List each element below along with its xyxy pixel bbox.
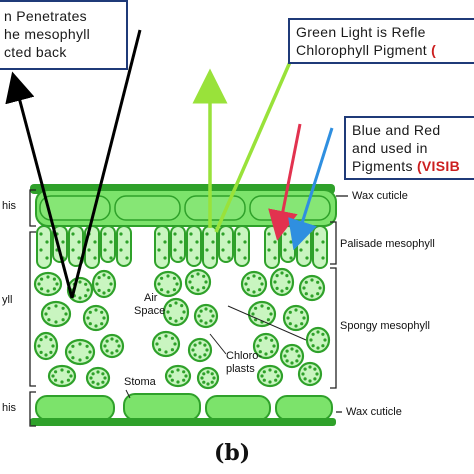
penetration-note-line-1: n Penetrates (4, 8, 87, 24)
spongy-cell (66, 276, 94, 304)
spongy-cell (91, 269, 117, 299)
black-arrow-up (5, 71, 74, 299)
penetration-note-line-2: he mesophyll (4, 26, 91, 42)
green-note-line-1: Green Light is Refle (296, 24, 426, 40)
spongy-cell (40, 300, 72, 328)
left-brackets (29, 189, 36, 427)
spongy-cell (187, 337, 213, 363)
blue-red-note-box: Blue and Red and used in Pigments (VISIB (344, 116, 474, 180)
green-note-line-2: Chlorophyll Pigment ( (296, 42, 436, 58)
label-stoma: Stoma (124, 376, 156, 388)
spongy-cell (196, 366, 220, 390)
palisade-cell (312, 225, 328, 269)
green-note-line-2-red: ( (431, 42, 437, 58)
spongy-cell (256, 364, 284, 388)
spongy-cell (279, 343, 305, 369)
spongy-cells (33, 267, 331, 390)
spongy-cell (82, 304, 110, 332)
spongy-cell (47, 364, 77, 388)
label-wax-cuticle-bottom: Wax cuticle (346, 406, 402, 418)
palisade-cell (186, 225, 202, 267)
figure-caption: (b) (214, 440, 251, 466)
palisade-cell (264, 225, 280, 269)
spongy-cell (33, 331, 59, 361)
spongy-cell (269, 267, 295, 297)
spongy-cell (184, 268, 212, 296)
label-palisade-mesophyll: Palisade mesophyll (340, 238, 435, 250)
palisade-cell (68, 225, 84, 267)
black-arrow-down (70, 29, 142, 299)
spongy-cell (193, 303, 219, 329)
light-arrows (5, 29, 334, 299)
label-wax-cuticle-top: Wax cuticle (352, 190, 408, 202)
blue-red-note-line-3-red: (VISIB (416, 158, 460, 174)
blue-red-note-line-2: and used in (352, 140, 428, 156)
green-note-line-2-text: Chlorophyll Pigment (296, 42, 432, 58)
lower-epidermis (30, 393, 336, 426)
spongy-cell (64, 338, 96, 366)
left-label-middle: yll (2, 294, 13, 306)
label-space: Space (134, 305, 166, 317)
spongy-cell (305, 326, 331, 354)
palisade-cell (202, 225, 218, 269)
label-pointers (125, 305, 307, 399)
palisade-cell (84, 225, 100, 269)
spongy-cell (298, 274, 326, 302)
palisade-cell (116, 225, 132, 267)
blue-red-note-line-1: Blue and Red (352, 122, 441, 138)
spongy-cell (247, 300, 277, 328)
spongy-cell (85, 366, 111, 390)
green-light-note-box: Green Light is Refle Chlorophyll Pigment… (288, 18, 474, 64)
palisade-cell (100, 225, 116, 263)
penetration-note-box: n Penetrates he mesophyll cted back (0, 0, 128, 70)
spongy-cell (240, 270, 268, 298)
spongy-cell (282, 304, 310, 332)
spongy-cell (297, 361, 323, 387)
penetration-note-line-3: cted back (4, 44, 67, 60)
red-arrow (268, 123, 302, 241)
spongy-cell (151, 330, 181, 358)
blue-red-note-line-3: Pigments (VISIB (352, 158, 460, 174)
left-label-upper: his (2, 200, 17, 212)
green-arrow-diagonal (214, 61, 292, 233)
palisade-cell (154, 225, 170, 269)
blue-arrow (288, 127, 334, 251)
spongy-cell (33, 271, 63, 297)
blue-red-note-line-3-text: Pigments (352, 158, 417, 174)
label-chloro: Chloro- (226, 350, 263, 362)
spongy-cell (99, 333, 125, 359)
label-plasts: plasts (226, 363, 255, 375)
upper-epidermis (30, 184, 337, 227)
left-label-lower: his (2, 402, 17, 414)
palisade-cell (36, 225, 52, 269)
spongy-cell (252, 332, 280, 360)
palisade-cell (280, 225, 296, 263)
label-air: Air (144, 292, 158, 304)
right-brackets (330, 195, 348, 413)
spongy-cell (153, 270, 183, 298)
palisade-cell (218, 225, 234, 263)
palisade-cell (170, 225, 186, 263)
label-spongy-mesophyll: Spongy mesophyll (340, 320, 430, 332)
spongy-cell (164, 364, 192, 388)
spongy-cell (162, 297, 190, 327)
palisade-cell (234, 225, 250, 267)
